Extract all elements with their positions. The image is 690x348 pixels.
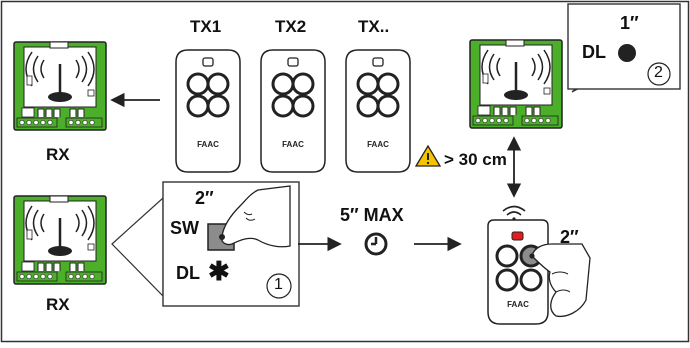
- tx1-label: TX1: [190, 17, 222, 36]
- timer-clock-icon: [364, 232, 388, 256]
- dl-label-2: DL: [582, 42, 606, 62]
- dl-label-1: DL: [176, 263, 200, 283]
- signal-icon: [502, 205, 526, 216]
- tx3-label: TX..: [358, 17, 390, 36]
- callout-pointer-1: [111, 196, 164, 298]
- receiver-board-top: [12, 40, 108, 132]
- transmitter-3: [344, 48, 412, 174]
- distance-label: > 30 cm: [444, 150, 507, 169]
- step1-number: 1: [274, 276, 283, 293]
- rx-label-bottom: RX: [46, 295, 70, 314]
- receiver-board-right: [468, 38, 564, 130]
- step2-number: 2: [654, 64, 663, 81]
- remote-hold-time: 2″: [560, 227, 579, 247]
- timer-label: 5″ MAX: [340, 205, 404, 225]
- svg-text:FAAC: FAAC: [507, 300, 529, 309]
- dl-led-on: [618, 44, 636, 62]
- transmitter-2: [259, 48, 327, 174]
- hand-press-icon: [531, 243, 591, 318]
- tx2-label: TX2: [275, 17, 307, 36]
- finger-press-icon: [220, 185, 291, 248]
- step2-time: 1″: [620, 13, 639, 33]
- rx-label-top: RX: [46, 145, 70, 164]
- step-1-circle: [266, 273, 292, 299]
- transmitter-1: [174, 48, 242, 174]
- dl-blink-symbol: ✱: [208, 256, 230, 286]
- receiver-board-bottom: [12, 194, 108, 286]
- step1-time: 2″: [195, 188, 214, 208]
- remote-held: FAAC: [487, 219, 549, 325]
- remote-red-led: [511, 231, 524, 241]
- sw-label: SW: [170, 218, 199, 238]
- warning-icon: [414, 144, 442, 167]
- step-2-circle: [647, 62, 671, 86]
